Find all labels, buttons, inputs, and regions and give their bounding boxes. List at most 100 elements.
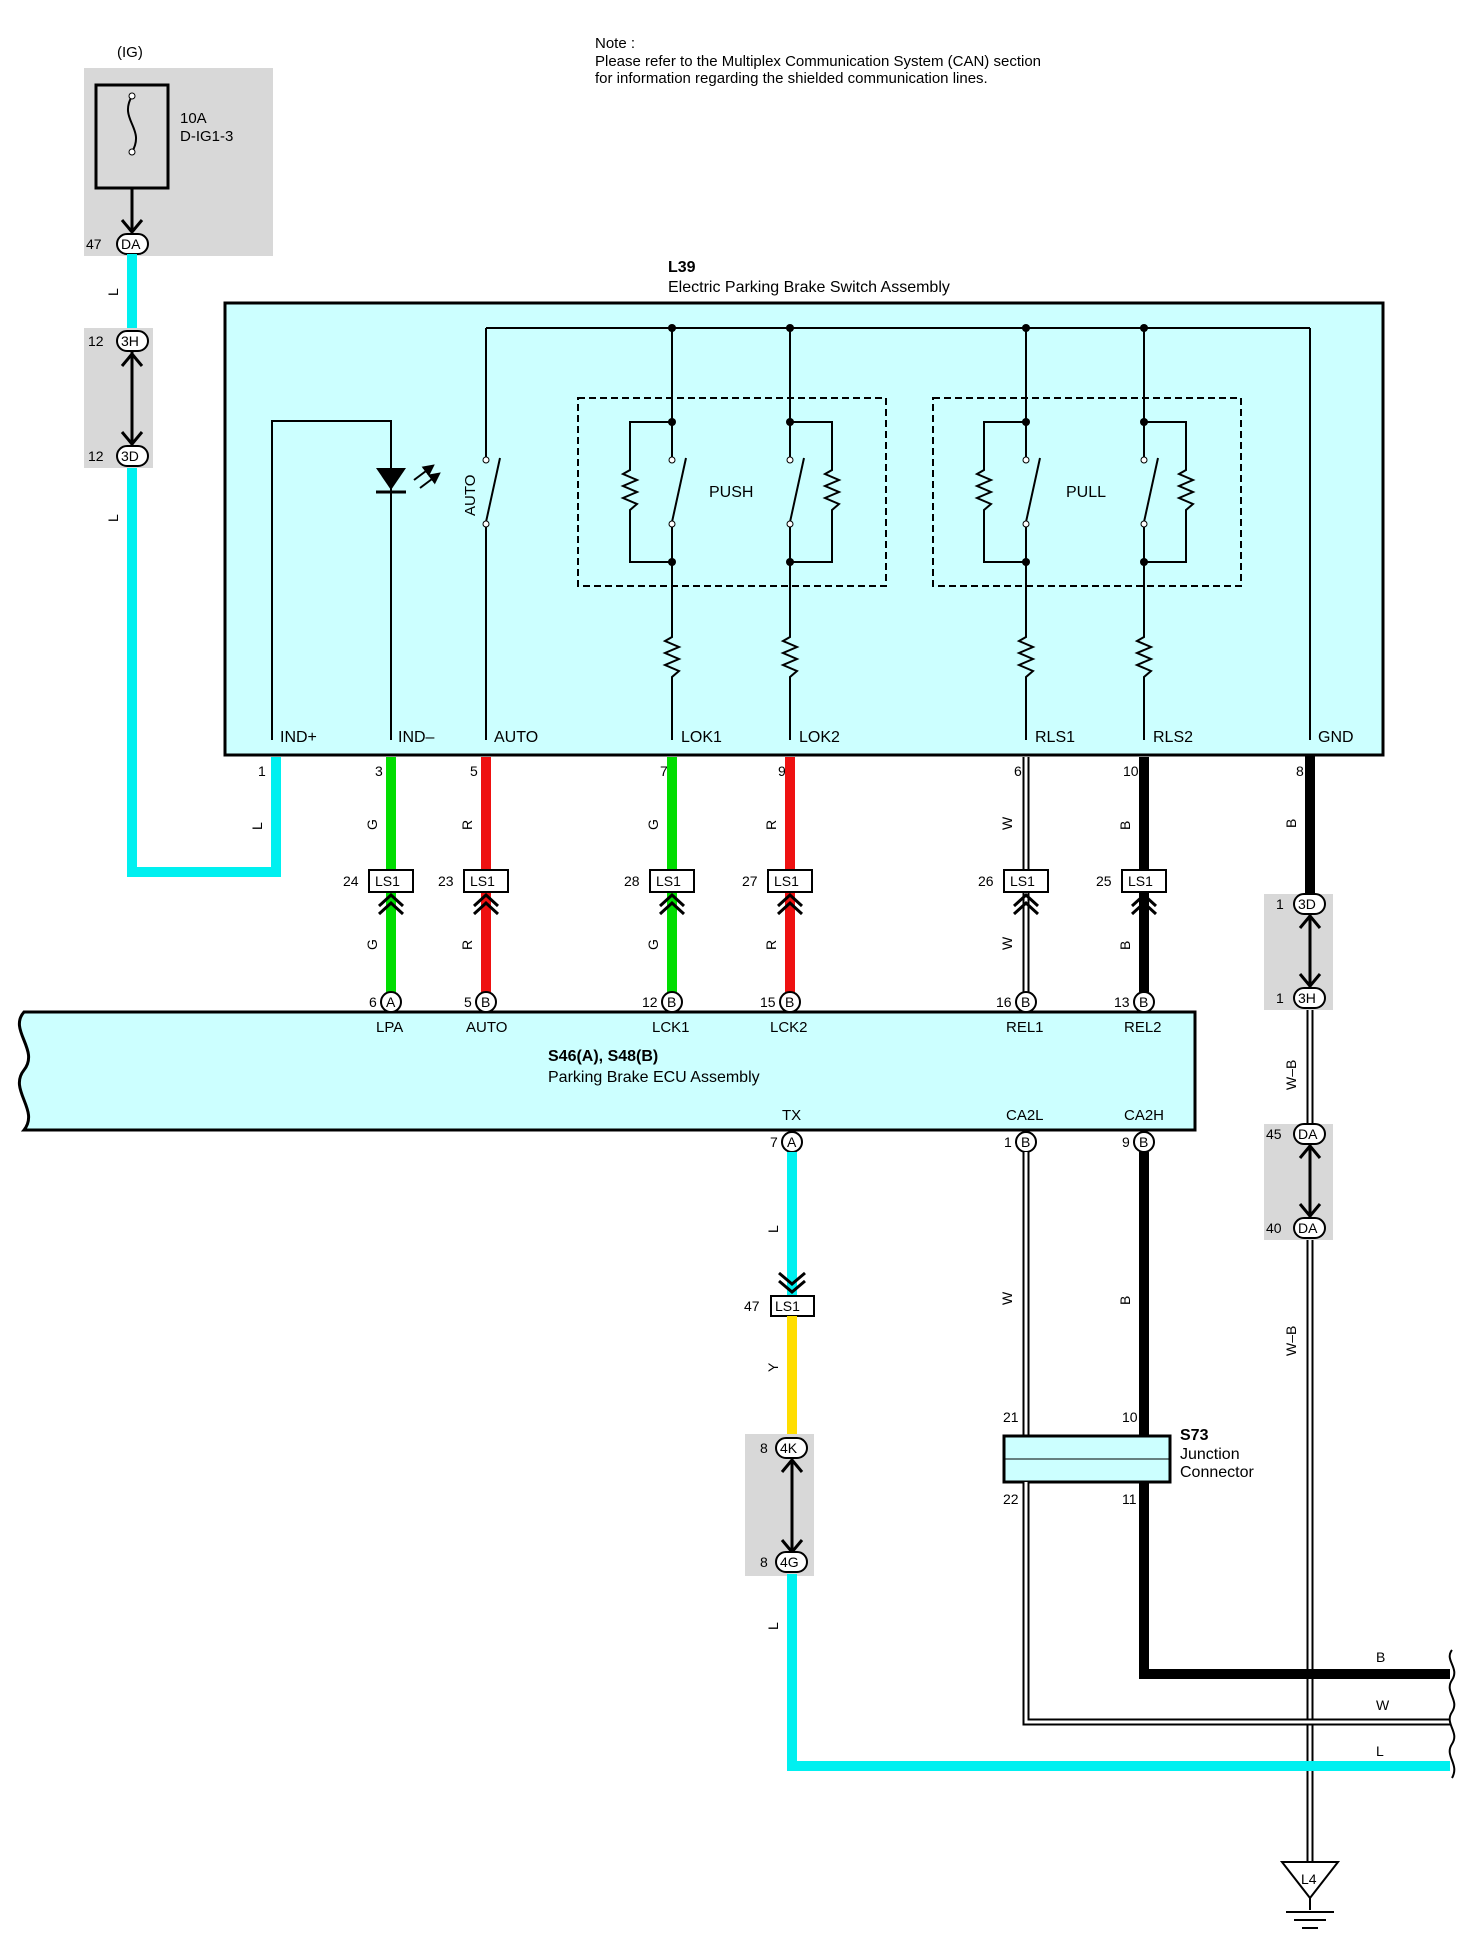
junction-dot [1140, 558, 1148, 566]
note-title: Note : [595, 35, 635, 52]
resistor-icon [780, 628, 800, 690]
chevron-up-icon [472, 892, 500, 916]
svg-text:B: B [1283, 819, 1299, 828]
svg-text:W: W [1376, 1697, 1390, 1713]
resistor-icon [1016, 628, 1036, 690]
connector-ls1-label: LS1 [375, 873, 400, 889]
ecu-terminal [1133, 991, 1155, 1013]
fuse-rating: 10A [180, 110, 207, 127]
chevron-up-icon [1130, 892, 1158, 916]
resistor-icon [620, 440, 640, 544]
ecu-terminal-num: 1 [1004, 1134, 1012, 1150]
pull-label: PULL [1066, 484, 1106, 501]
svg-text:4G: 4G [780, 1554, 799, 1570]
svg-text:3H: 3H [1298, 990, 1316, 1006]
chevron-up-icon [658, 892, 686, 916]
svg-text:45: 45 [1266, 1126, 1282, 1142]
ecu-terminal [1015, 991, 1037, 1013]
svg-text:1: 1 [1276, 990, 1284, 1006]
pin-rls2: RLS2 [1153, 729, 1193, 746]
connector-ls1-pin: 27 [742, 873, 758, 889]
wire-color-label: B [1117, 821, 1133, 830]
connector-ls1 [1121, 869, 1167, 893]
ecu-terminal-conn: B [785, 994, 794, 1010]
connector-ls1 [463, 869, 509, 893]
ecu-terminal-num: 9 [1122, 1134, 1130, 1150]
junction-name-2: Connector [1180, 1464, 1254, 1481]
svg-text:47: 47 [744, 1298, 760, 1314]
resistor-icon [662, 628, 682, 690]
switch-contact-icon [1025, 457, 1041, 523]
junction-dot [1022, 558, 1030, 566]
connector-ls1 [1003, 869, 1049, 893]
switch-name: Electric Parking Brake Switch Assembly [668, 279, 950, 296]
svg-text:L: L [765, 1622, 781, 1630]
resistor-icon [822, 440, 842, 544]
fuse-icon [126, 95, 138, 153]
svg-text:1: 1 [1276, 896, 1284, 912]
fuse-block: (IG) 10A D-IG1-3 DA 47 [84, 44, 273, 256]
svg-text:3: 3 [375, 763, 383, 779]
can-wires: W B S73 Junction Connector 21 10 22 11 W… [999, 1152, 1456, 1779]
connector-da-40 [1293, 1217, 1326, 1239]
svg-text:3H: 3H [121, 333, 139, 349]
resistor-icon [1176, 440, 1196, 544]
connector-ls1-pin: 28 [624, 873, 640, 889]
svg-text:B: B [1117, 1296, 1133, 1305]
svg-text:DA: DA [1298, 1126, 1318, 1142]
junction-dot [786, 558, 794, 566]
connector-ls1-label: LS1 [1010, 873, 1035, 889]
svg-text:6: 6 [1014, 763, 1022, 779]
note-block: Note : Please refer to the Multiplex Com… [595, 35, 1041, 87]
ecu-terminal-conn: B [1021, 1134, 1030, 1150]
ecu-terminal-label: TX [782, 1107, 801, 1124]
ecu-code: S46(A), S48(B) [548, 1048, 658, 1065]
svg-text:W–B: W–B [1283, 1060, 1299, 1090]
chevron-up-icon [776, 892, 804, 916]
svg-text:W: W [999, 1291, 1015, 1305]
connector-ls1-label: LS1 [470, 873, 495, 889]
wire-color-label: G [645, 819, 661, 830]
auto-switch-label: AUTO [462, 475, 479, 516]
pull-switch-group [932, 397, 1242, 587]
svg-text:8: 8 [760, 1554, 768, 1570]
auto-switch-icon [485, 457, 501, 523]
ground-wire: B 3D 1 3H 1 W–B DA 45 DA 40 W–B [1264, 755, 1341, 1929]
chevron-up-icon [1012, 892, 1040, 916]
ecu-terminal-label: REL1 [1006, 1019, 1044, 1036]
switch-legs [620, 324, 1196, 740]
svg-text:40: 40 [1266, 1220, 1282, 1236]
pin-gnd: GND [1318, 729, 1354, 746]
svg-text:L: L [1376, 1743, 1384, 1759]
connector-ls1-pin: 24 [343, 873, 359, 889]
svg-text:L: L [105, 514, 121, 522]
svg-text:10: 10 [1123, 763, 1139, 779]
resistor-icon [974, 440, 994, 544]
wire-color-label: W [999, 816, 1015, 830]
svg-text:5: 5 [470, 763, 478, 779]
ecu-terminal-num: 16 [996, 994, 1012, 1010]
ground-icon [1279, 1861, 1341, 1929]
ecu-terminal-conn: B [481, 994, 490, 1010]
svg-text:1: 1 [258, 763, 266, 779]
wire-color-label: G [364, 939, 380, 950]
indicator-led-icon [376, 464, 441, 494]
connector-ls1-pin: 26 [978, 873, 994, 889]
ecu-terminal-label: REL2 [1124, 1019, 1162, 1036]
svg-text:12: 12 [88, 448, 104, 464]
ecu-terminal-label: CA2H [1124, 1107, 1164, 1124]
connector-3d-right [1293, 893, 1326, 915]
wire-color-label: G [645, 939, 661, 950]
ecu-terminal-label: LPA [376, 1019, 403, 1036]
switch-assembly: L39 Electric Parking Brake Switch Assemb… [223, 259, 1385, 779]
pin-rls1: RLS1 [1035, 729, 1075, 746]
ecu-terminal-num: 7 [770, 1134, 778, 1150]
svg-text:4K: 4K [780, 1440, 798, 1456]
connector-ls1-label: LS1 [1128, 873, 1153, 889]
svg-text:21: 21 [1003, 1409, 1019, 1425]
connector-ls1-pin: 25 [1096, 873, 1112, 889]
pin-lok2: LOK2 [799, 729, 840, 746]
connector-3h-left [116, 330, 149, 352]
connector-ls1 [649, 869, 695, 893]
